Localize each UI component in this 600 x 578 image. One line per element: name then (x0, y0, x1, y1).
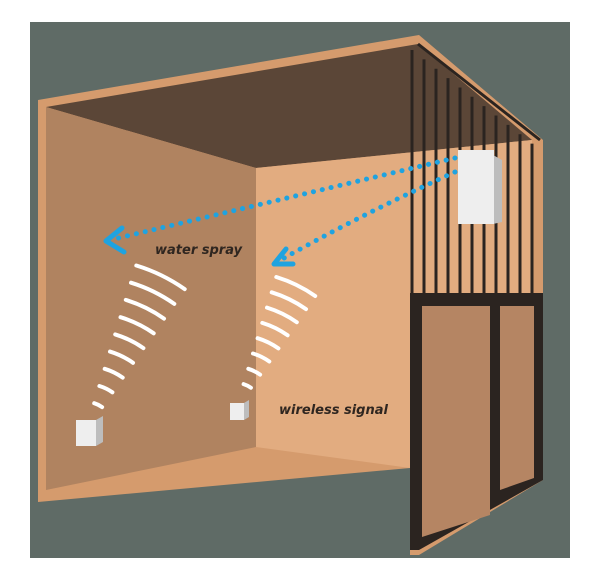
spray-arrowhead (271, 246, 296, 267)
signal-wave (265, 305, 299, 325)
stall-door (410, 293, 543, 550)
signal-wave (255, 336, 281, 351)
signal-wave (274, 275, 318, 298)
signal-wave (118, 315, 156, 336)
stall-left-wall (46, 107, 256, 490)
signal-wave (241, 382, 253, 390)
signal-wave (246, 366, 263, 377)
sprayer-unit-icon (458, 150, 502, 224)
signal-wave (108, 349, 135, 365)
sensor-side (244, 400, 249, 420)
wireless-sensor-icon (230, 400, 249, 420)
sprayer-side (493, 155, 502, 224)
signal-wave (269, 290, 308, 312)
signal-wave (92, 401, 105, 410)
wireless-sensor-icon (76, 416, 103, 446)
spray-arrowhead (103, 225, 127, 255)
signal-wave (129, 280, 177, 306)
signal-wave (102, 366, 125, 380)
bar-top-rail (417, 42, 541, 142)
signal-wave (97, 384, 115, 395)
signal-wave (123, 297, 166, 321)
signal-wave (251, 351, 272, 364)
sensor-front (76, 420, 96, 446)
signal-wave (113, 332, 146, 351)
spray-trail (274, 169, 458, 265)
sensor-side (96, 416, 103, 446)
door-panel-left (422, 306, 490, 537)
door-panel-right (500, 306, 534, 490)
signal-wave (134, 263, 187, 292)
water-spray-label: water spray (155, 243, 243, 258)
water-spray-paths (103, 155, 458, 267)
signal-wave-icon (92, 263, 318, 410)
sprayer-front (458, 150, 494, 224)
wireless-signal-label: wireless signal (279, 403, 388, 418)
signal-wave (260, 320, 290, 338)
sensor-front (230, 403, 244, 420)
